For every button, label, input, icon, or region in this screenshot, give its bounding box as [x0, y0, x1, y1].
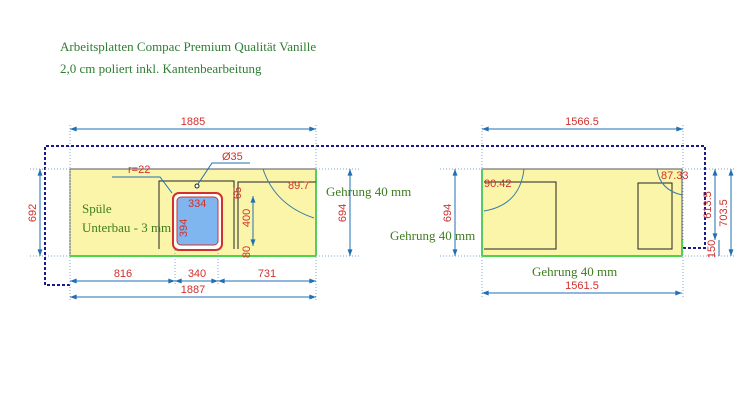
left-slab: r=22 Ø35 89.7 334 394 65 400 80 Spüle Un… — [69, 151, 411, 258]
dim-segment-2: 340 — [188, 268, 206, 280]
header-line-2: 2,0 cm poliert inkl. Kantenbearbeitung — [60, 61, 262, 76]
dim-bottom-total: 1887 — [181, 284, 205, 296]
dim-right-1: 613.5 — [702, 191, 714, 219]
wall-outline — [44, 145, 706, 286]
cabinet-depth: 400 — [241, 209, 253, 227]
dim-right-3: 150 — [706, 240, 718, 258]
sink-label: Spüle — [82, 201, 112, 216]
angle-label: 89.7 — [288, 180, 309, 192]
right-slab: 90.42 87.33 Gehrung 40 mm Gehrung 40 mm — [390, 168, 689, 279]
offset-top: 65 — [232, 187, 244, 199]
dim-top: 1885 — [181, 116, 205, 128]
angle-left: 90.42 — [484, 178, 512, 190]
left-dimensions: 1885 816 340 731 1887 692 694 — [27, 116, 360, 300]
header-line-1: Arbeitsplatten Compac Premium Qualität V… — [60, 39, 316, 54]
dim-segment-1: 816 — [114, 268, 132, 280]
sink-mount-label: Unterbau - 3 mm — [82, 220, 171, 235]
sink-width: 334 — [188, 198, 206, 210]
miter-label-right-left: Gehrung 40 mm — [390, 228, 475, 243]
dim-right: 694 — [337, 204, 349, 222]
dim-bottom: 1561.5 — [565, 280, 599, 292]
radius-label: r=22 — [128, 164, 150, 176]
dim-right-2: 703.5 — [718, 199, 730, 227]
right-dimensions: 1566.5 1561.5 694 613.5 703.5 150 — [440, 116, 735, 297]
angle-right: 87.33 — [661, 170, 689, 182]
tap-hole — [194, 183, 200, 189]
dim-left: 694 — [442, 204, 454, 222]
dim-segment-3: 731 — [258, 268, 276, 280]
miter-label-right-bottom: Gehrung 40 mm — [532, 264, 617, 279]
tap-hole-label: Ø35 — [222, 151, 243, 163]
dim-left: 692 — [27, 204, 39, 222]
dim-top: 1566.5 — [565, 116, 599, 128]
offset-bottom: 80 — [241, 246, 253, 258]
sink-depth: 394 — [178, 219, 190, 237]
miter-label-left: Gehrung 40 mm — [326, 184, 411, 199]
